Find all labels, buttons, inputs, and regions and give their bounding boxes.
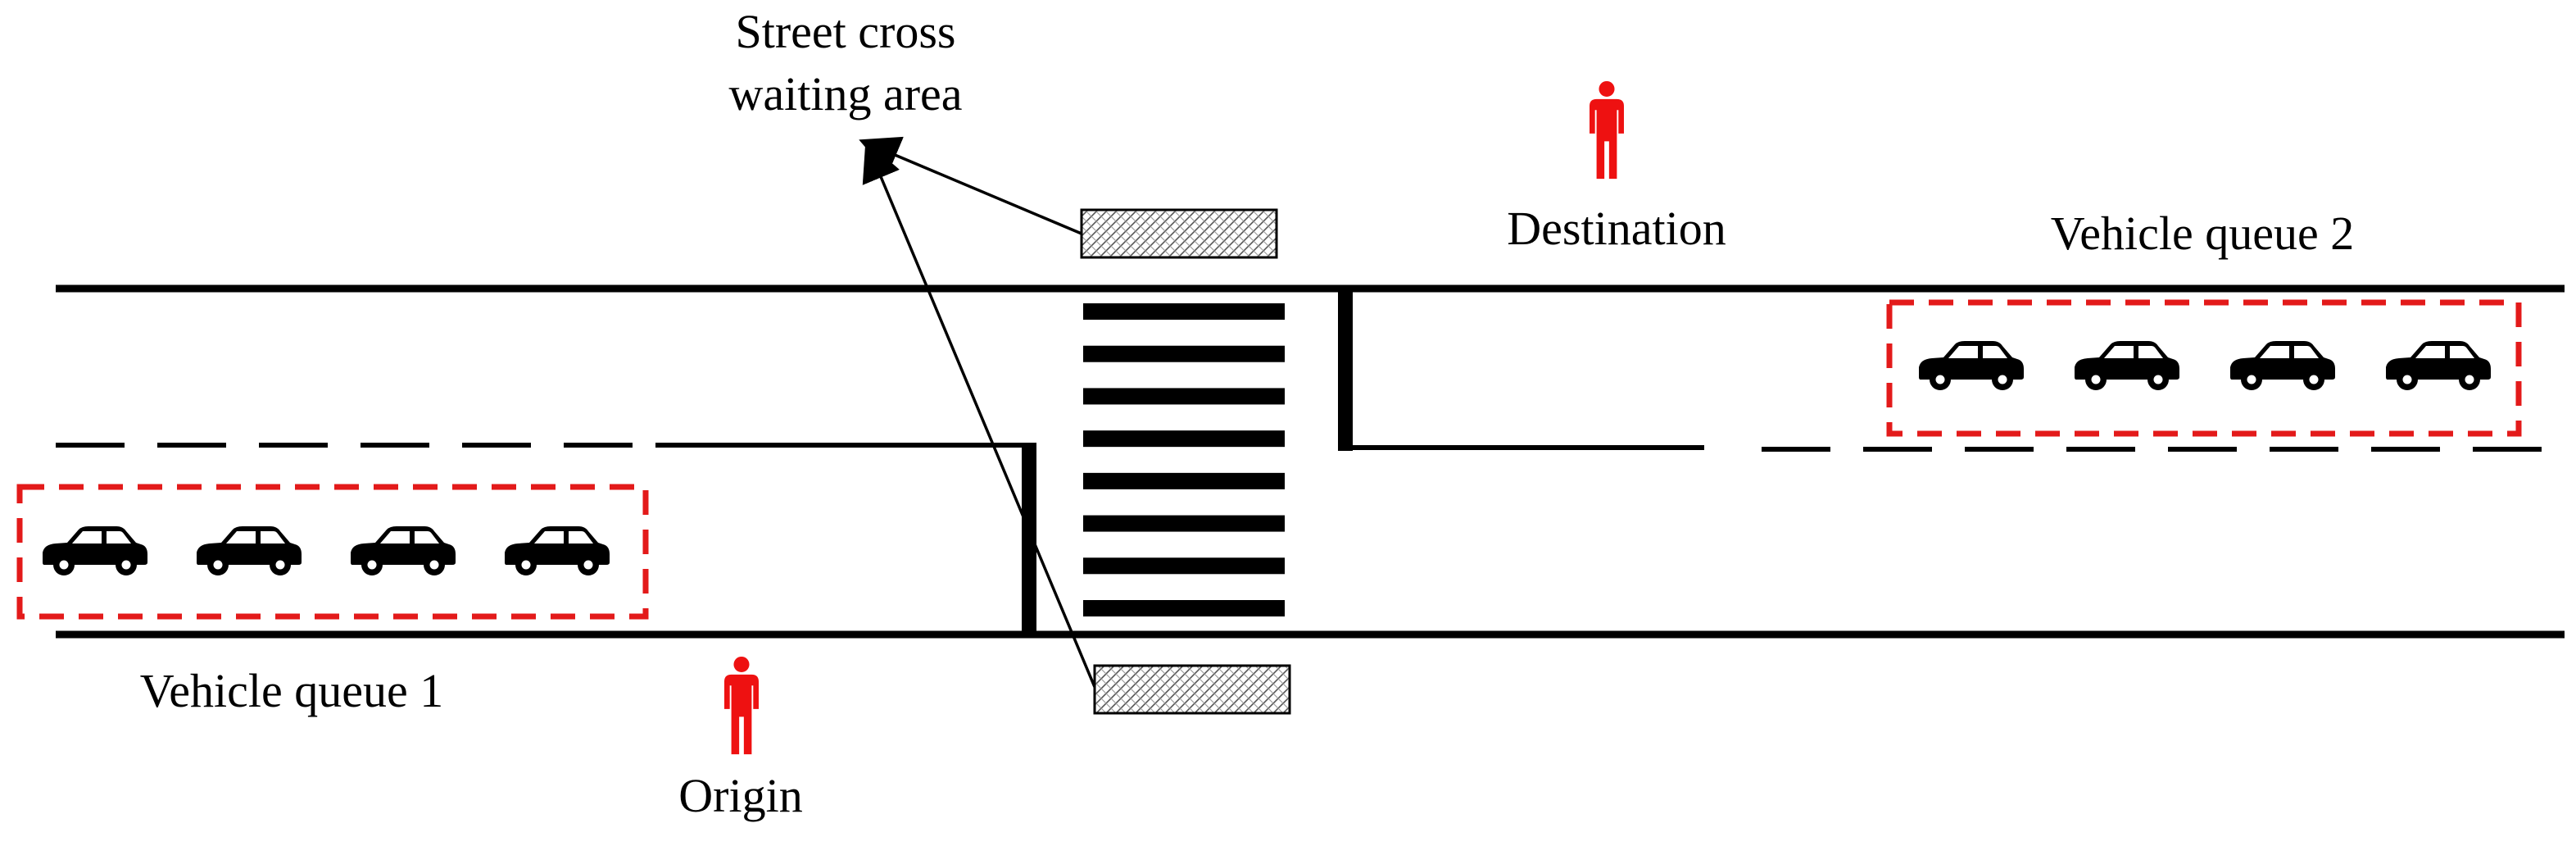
vehicle-queue-2-cars [1919,341,2491,390]
vehicle-queue-1-cars [43,526,610,575]
waiting-area-top [1080,208,1278,259]
crosswalk-stripe [1083,388,1285,405]
crosswalk-stripe [1083,430,1285,448]
crosswalk-stripe [1083,557,1285,575]
pedestrian-icon-destination [1590,80,1624,180]
car-icon [1919,341,2024,390]
callout-arrow-top [859,136,1082,235]
car-icon [2075,341,2179,390]
vehicle-queue-1-box [16,484,649,620]
car-icon [505,526,610,575]
vehicle-queue-1-label: Vehicle queue 1 [140,664,443,717]
car-icon [351,526,456,575]
crosswalk-stripe [1083,303,1285,320]
crosswalk-stripe [1083,600,1285,616]
waiting-area-bottom [1093,664,1291,715]
car-icon [2386,341,2491,390]
vehicle-queue-2-box [1886,299,2522,437]
crosswalk-stripe [1083,472,1285,489]
waiting-area-label-line2: waiting area [728,67,962,121]
car-icon [43,526,147,575]
callout-arrow-bottom [862,140,1096,688]
vehicle-queue-2-label: Vehicle queue 2 [2051,207,2354,260]
crosswalk [1083,303,1285,616]
pedestrian-icon-origin [724,656,759,755]
destination-label: Destination [1507,202,1726,255]
origin-label: Origin [678,769,802,822]
crosswalk-stripe [1083,515,1285,532]
crosswalk-stripe [1083,345,1285,362]
car-icon [2230,341,2335,390]
waiting-area-label-line1: Street cross [736,5,956,58]
car-icon [197,526,302,575]
